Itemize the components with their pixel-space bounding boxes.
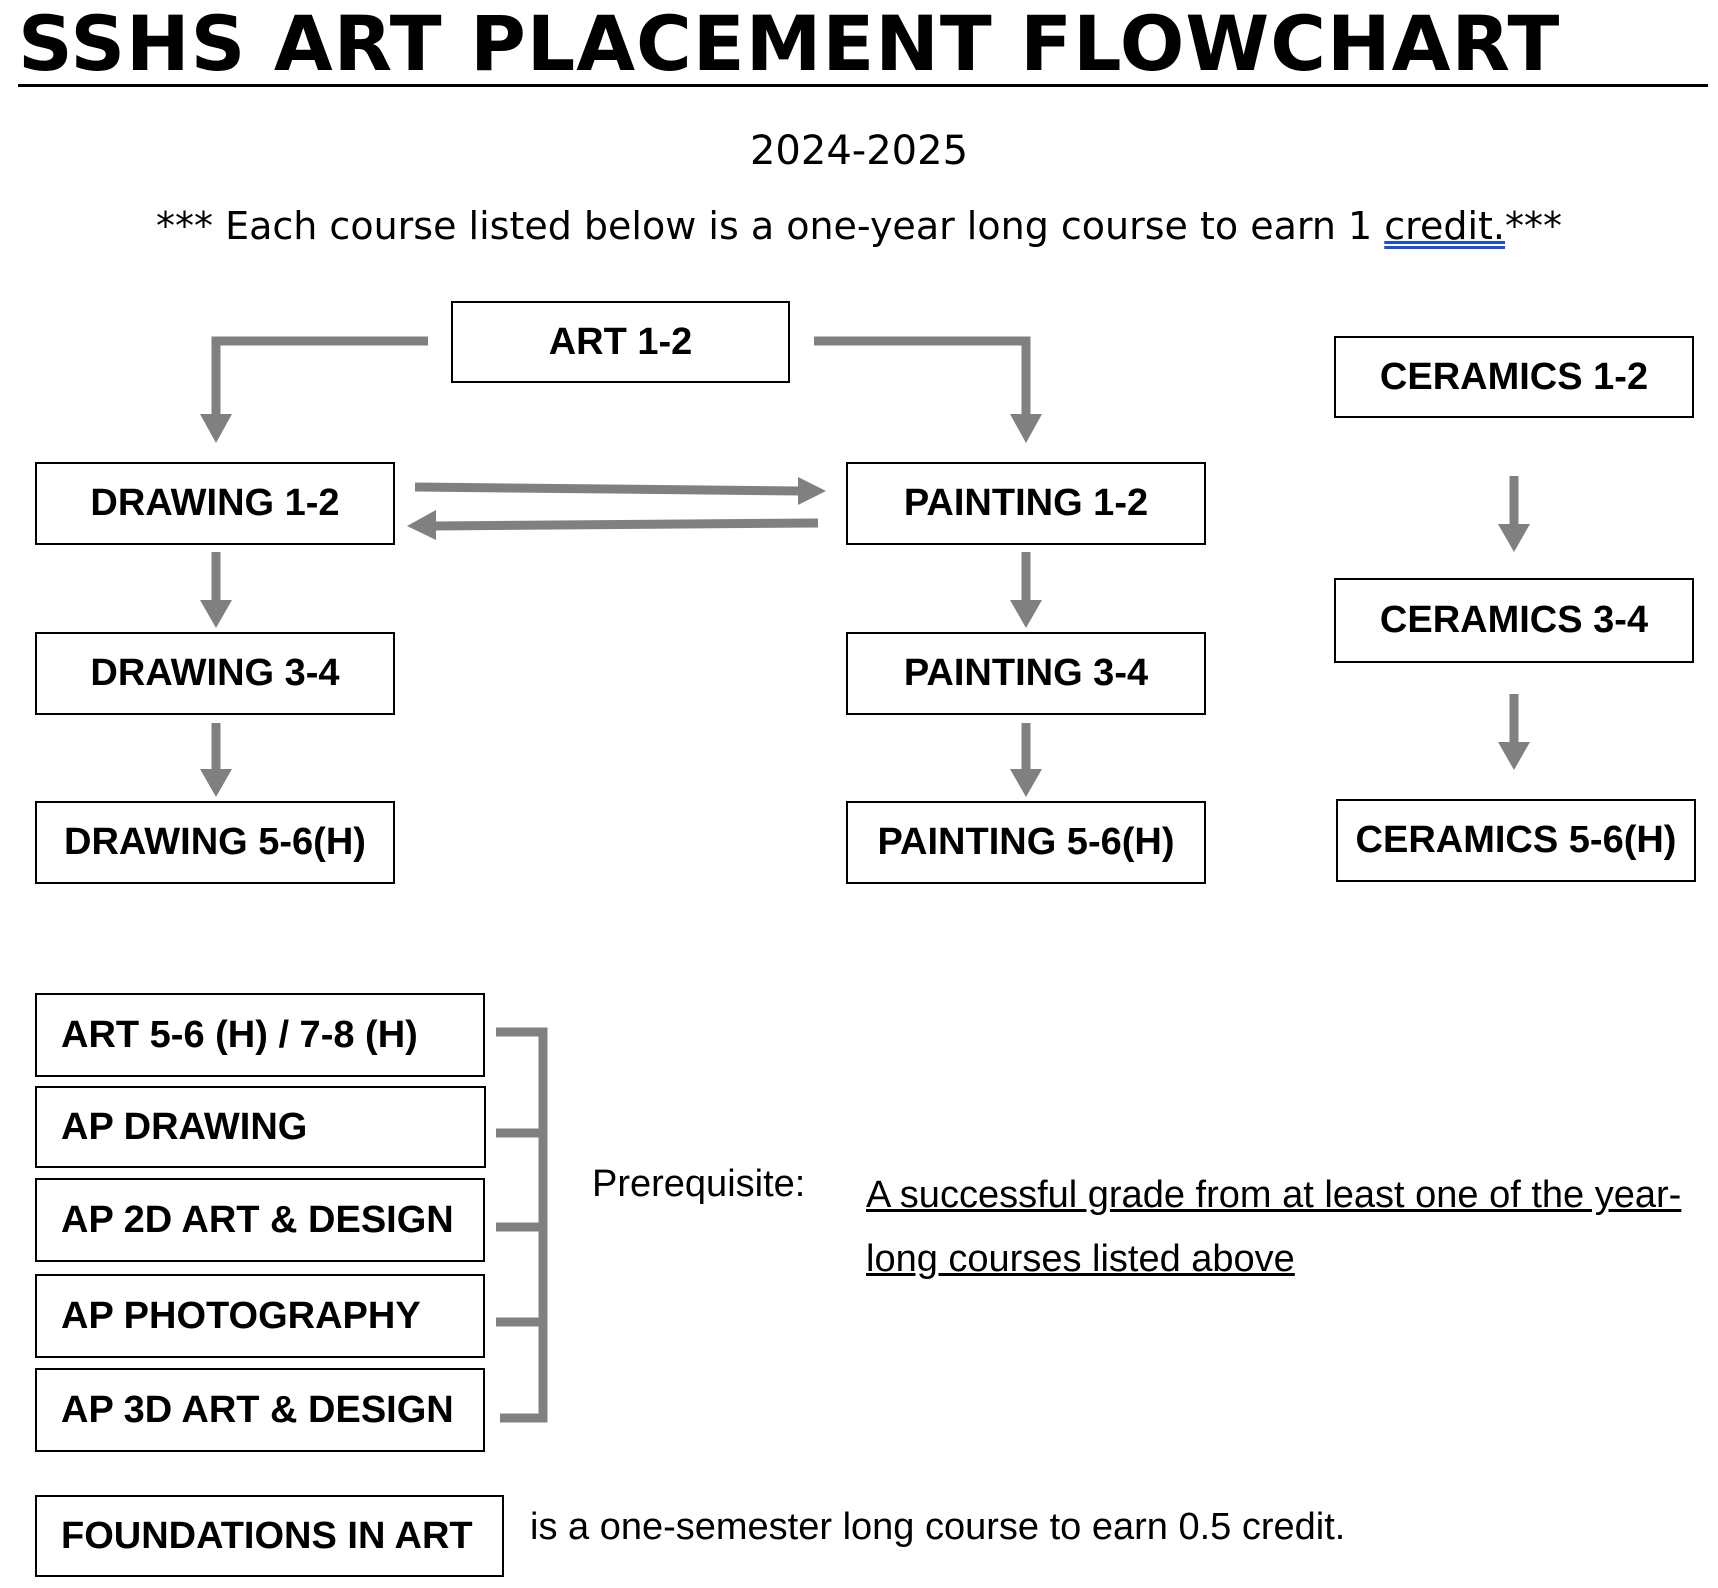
credit-note-credit: credit. [1384,204,1505,248]
arrowhead-ceramics-3-4 [1498,524,1530,552]
course-ceramics-5-6: CERAMICS 5-6(H) [1336,799,1696,882]
connector-painting-to-drawing [431,518,819,531]
course-art-1-2: ART 1-2 [451,301,790,383]
foundations-description: is a one-semester long course to earn 0.… [530,1506,1346,1548]
course-ap-3d-art-design: AP 3D ART & DESIGN [35,1368,485,1452]
prerequisite-text: A successful grade from at least one of … [866,1174,1682,1280]
course-drawing-3-4: DRAWING 3-4 [35,632,395,715]
course-painting-5-6: PAINTING 5-6(H) [846,801,1206,884]
connector-art-to-painting [814,336,1031,416]
arrowhead-painting-5-6 [1010,769,1042,797]
arrowhead-ceramics-5-6 [1498,742,1530,770]
course-ap-photography: AP PHOTOGRAPHY [35,1274,485,1358]
arrowhead-drawing-5-6 [200,769,232,797]
course-painting-1-2: PAINTING 1-2 [846,462,1206,545]
page-title: SSHS ART PLACEMENT FLOWCHART [18,0,1561,88]
course-art-5-6-7-8: ART 5-6 (H) / 7-8 (H) [35,993,485,1077]
course-ceramics-3-4: CERAMICS 3-4 [1334,578,1694,663]
course-painting-3-4: PAINTING 3-4 [846,632,1206,715]
arrowhead-painting-1-2 [1010,414,1042,443]
credit-note: *** Each course listed below is a one-ye… [0,204,1718,248]
prerequisite-label: Prerequisite: [592,1163,806,1205]
school-year: 2024-2025 [749,128,969,174]
credit-note-suffix: *** [1504,204,1562,248]
arrowhead-drawing-3-4 [200,600,232,628]
course-drawing-5-6: DRAWING 5-6(H) [35,801,395,884]
connector-drawing-to-painting [414,482,801,496]
course-ceramics-1-2: CERAMICS 1-2 [1334,336,1694,418]
credit-note-prefix: *** Each course listed below is a one-ye… [156,204,1385,248]
title-underline [18,84,1708,87]
course-drawing-1-2: DRAWING 1-2 [35,462,395,545]
arrowhead-to-drawing [407,510,436,540]
arrowhead-to-painting [798,477,826,505]
arrowhead-painting-3-4 [1010,600,1042,628]
course-ap-drawing: AP DRAWING [35,1086,486,1168]
arrowhead-drawing-1-2 [200,414,232,443]
course-ap-2d-art-design: AP 2D ART & DESIGN [35,1178,485,1262]
connector-art-to-drawing [211,336,428,416]
course-foundations-in-art: FOUNDATIONS IN ART [35,1495,504,1577]
